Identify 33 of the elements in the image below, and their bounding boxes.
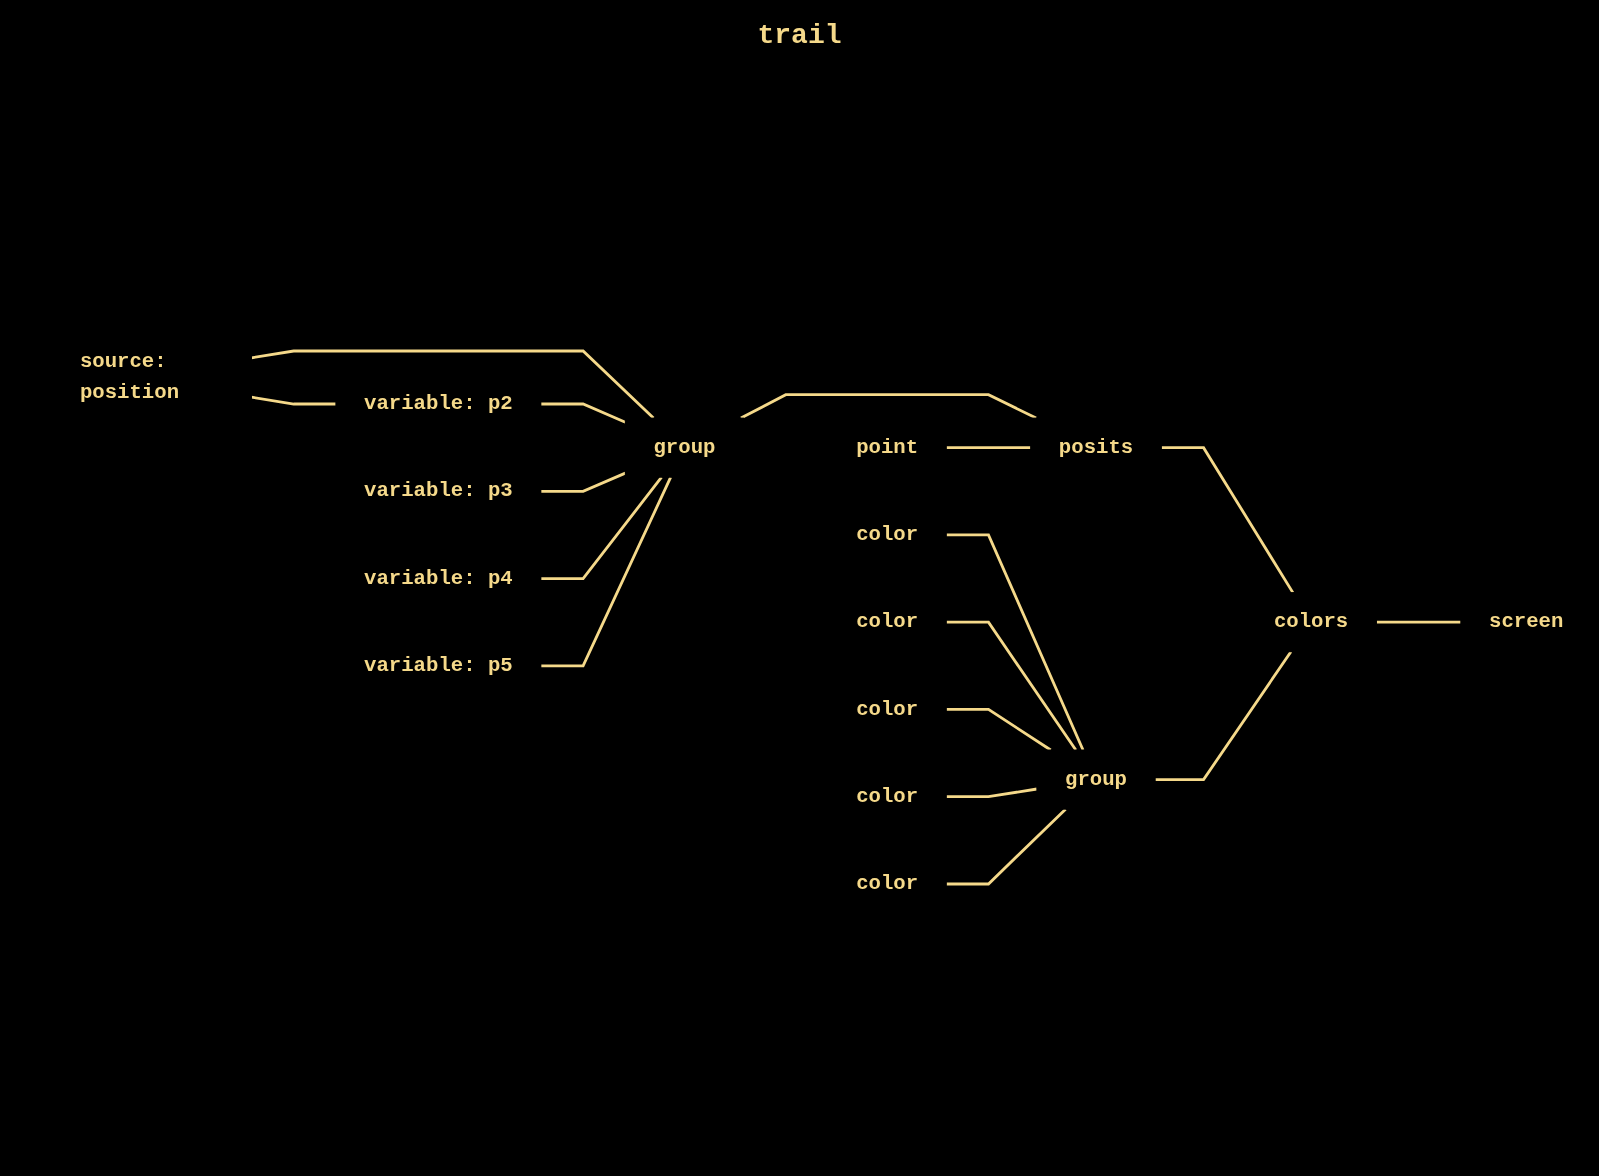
connector bbox=[946, 808, 1067, 886]
node-text: colors bbox=[1273, 610, 1349, 634]
connector bbox=[946, 446, 1031, 450]
node-text: posits bbox=[1058, 435, 1134, 460]
connector bbox=[946, 708, 1052, 752]
connector bbox=[740, 393, 1037, 420]
connector bbox=[540, 476, 663, 580]
node-text: color bbox=[856, 523, 919, 547]
node-text: variable: p4 bbox=[364, 566, 513, 591]
node-text: color bbox=[856, 610, 919, 634]
connector bbox=[251, 349, 655, 420]
connector bbox=[946, 620, 1077, 751]
node-text: variable: p5 bbox=[364, 654, 513, 678]
diagram-title: trail bbox=[757, 20, 842, 51]
node-text: variable: p2 bbox=[364, 392, 513, 416]
connector bbox=[1161, 446, 1295, 594]
node-text: variable: p3 bbox=[364, 479, 513, 504]
node-text: group bbox=[1065, 767, 1127, 792]
node-text: color bbox=[856, 872, 919, 896]
node-text: point bbox=[856, 435, 919, 460]
connector bbox=[946, 533, 1085, 751]
node-text: color bbox=[856, 784, 919, 809]
connector bbox=[540, 402, 626, 424]
node-text: screen bbox=[1489, 610, 1564, 634]
connector bbox=[1376, 620, 1461, 624]
connector bbox=[251, 395, 336, 406]
connector bbox=[946, 787, 1038, 799]
connector bbox=[540, 476, 672, 668]
node-text: color bbox=[856, 697, 919, 722]
node-text: source: position bbox=[79, 350, 180, 405]
node-text: group bbox=[653, 435, 716, 460]
connector bbox=[540, 471, 626, 493]
connector bbox=[1155, 650, 1293, 781]
